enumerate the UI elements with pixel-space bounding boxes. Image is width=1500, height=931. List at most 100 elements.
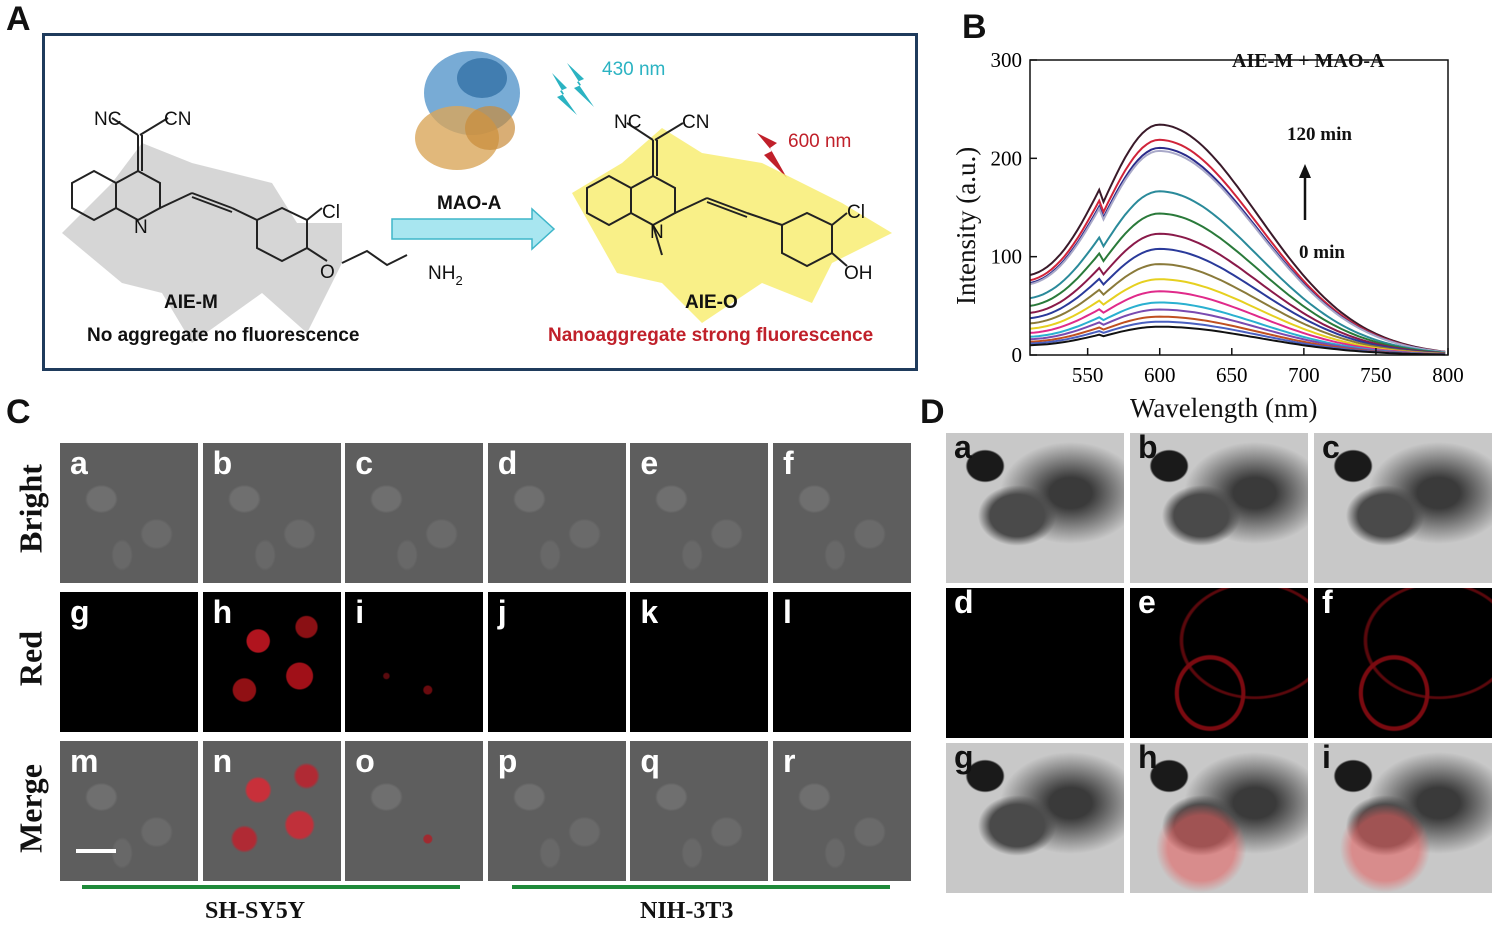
label-oh-right: OH: [844, 263, 873, 284]
molecule-aie-m: [71, 117, 408, 267]
excitation-lightning-icon: [552, 63, 594, 115]
label-cn-right: CN: [682, 112, 709, 133]
cell-image-e: e: [630, 443, 769, 583]
cell-image-b: b: [202, 443, 341, 583]
aie-m-caption: No aggregate no fluorescence: [87, 325, 359, 346]
label-cl-left: Cl: [322, 202, 340, 223]
zebrafish-image-e: e: [1130, 588, 1308, 738]
zebrafish-image-c: c: [1314, 433, 1492, 583]
cell-image-a: a: [60, 443, 198, 583]
cell-image-i: i: [345, 592, 484, 732]
emission-label: 600 nm: [788, 131, 851, 152]
label-nc-right: NC: [614, 112, 641, 133]
spectrum-series-0: [1029, 123, 1446, 353]
spectrum-series-6: [1029, 232, 1446, 355]
zebrafish-letter: a: [954, 433, 972, 465]
panel-letter-b: B: [962, 8, 987, 46]
row-label-red: Red: [12, 630, 49, 687]
zebrafish-letter: g: [954, 743, 974, 775]
cell-letter: k: [640, 594, 659, 630]
x-tick-label: 800: [1432, 363, 1464, 387]
cell-letter: c: [355, 445, 373, 481]
zebrafish-letter: e: [1138, 588, 1156, 620]
panel-letter-d: D: [920, 393, 945, 431]
emission-lightning-icon: [757, 133, 787, 178]
cell-image-l: l: [773, 592, 911, 732]
chart-xlabel: Wavelength (nm): [1130, 393, 1318, 423]
spectrum-series-4: [1029, 190, 1446, 354]
label-cl-right: Cl: [847, 202, 865, 223]
cell-image-f: f: [773, 443, 911, 583]
aie-o-label: AIE-O: [685, 292, 738, 313]
label-o-left: O: [320, 262, 335, 283]
enzyme-label: MAO-A: [437, 193, 502, 214]
zebrafish-letter: i: [1322, 743, 1331, 775]
cell-letter: n: [212, 743, 233, 779]
cell-image-o: o: [345, 741, 484, 881]
cell-image-r: r: [773, 741, 911, 881]
zebrafish-image-g: g: [946, 743, 1124, 893]
label-nc-left: NC: [94, 109, 121, 130]
cell-image-h: h: [202, 592, 341, 732]
cell-letter: o: [355, 743, 375, 779]
panel-letter-c: C: [6, 393, 31, 431]
cell-letter: d: [497, 445, 518, 481]
y-tick-label: 200: [991, 146, 1023, 170]
cell-image-j: j: [487, 592, 626, 732]
chart-title: AIE-M + MAO-A: [1232, 50, 1385, 72]
reaction-scheme: NC CN N Cl O NH2 AIE-M No aggregate no f…: [62, 51, 892, 346]
zebrafish-image-b: b: [1130, 433, 1308, 583]
cell-letter: r: [783, 743, 796, 779]
cell-letter: m: [70, 743, 99, 779]
excitation-label: 430 nm: [602, 59, 665, 80]
cell-image-p: p: [487, 741, 626, 881]
cell-image-q: q: [630, 741, 769, 881]
merge-red-overlay: [1130, 743, 1308, 893]
spectrum-series-8: [1029, 263, 1446, 355]
label-cn-left: CN: [164, 109, 191, 130]
cell-letter: i: [355, 594, 365, 630]
row-label-merge: Merge: [12, 764, 49, 853]
zebrafish-image-a: a: [946, 433, 1124, 583]
cell-letter: b: [212, 445, 233, 481]
cell-letter: q: [640, 743, 660, 779]
chart-ylabel: Intensity (a.u.): [951, 147, 981, 305]
cell-image-c: c: [345, 443, 484, 583]
zebrafish-image-f: f: [1314, 588, 1492, 738]
merge-red-overlay: [1314, 743, 1492, 893]
reaction-arrow: [391, 207, 556, 251]
cell-letter: a: [70, 445, 88, 481]
aie-m-label: AIE-M: [164, 292, 218, 313]
zebrafish-image-h: h: [1130, 743, 1308, 893]
label-nh2: NH2: [428, 263, 463, 288]
zebrafish-image-i: i: [1314, 743, 1492, 893]
annotation-0-min: 0 min: [1299, 242, 1345, 263]
cell-image-k: k: [630, 592, 769, 732]
zebrafish-letter: f: [1322, 588, 1333, 620]
cell-letter: g: [70, 594, 90, 630]
row-label-bright: Bright: [12, 464, 49, 553]
panel-letter-a: A: [6, 0, 31, 38]
zebrafish-letter: c: [1322, 433, 1340, 465]
time-arrow: [1299, 164, 1311, 220]
cell-image-d: d: [487, 443, 626, 583]
chart-frame: [1029, 59, 1449, 356]
y-tick-label: 0: [1012, 343, 1023, 367]
y-tick-label: 100: [991, 245, 1023, 269]
annotation-120-min: 120 min: [1287, 124, 1352, 145]
x-tick-label: 550: [1072, 363, 1104, 387]
x-tick-label: 700: [1288, 363, 1320, 387]
x-tick-label: 600: [1144, 363, 1176, 387]
x-tick-label: 650: [1216, 363, 1248, 387]
cell-letter: f: [783, 445, 794, 481]
molecule-aie-o: [586, 122, 848, 268]
mao-a-protein-icon: [415, 51, 520, 170]
zebrafish-letter: d: [954, 588, 974, 620]
group-label-shsy5y: SH-SY5Y: [205, 898, 306, 924]
label-n-right: N: [650, 222, 664, 243]
cell-image-n: n: [202, 741, 341, 881]
zebrafish-letter: h: [1138, 743, 1158, 775]
zebrafish-letter: b: [1138, 433, 1158, 465]
cell-letter: j: [497, 594, 507, 630]
cell-image-m: m: [60, 741, 198, 881]
